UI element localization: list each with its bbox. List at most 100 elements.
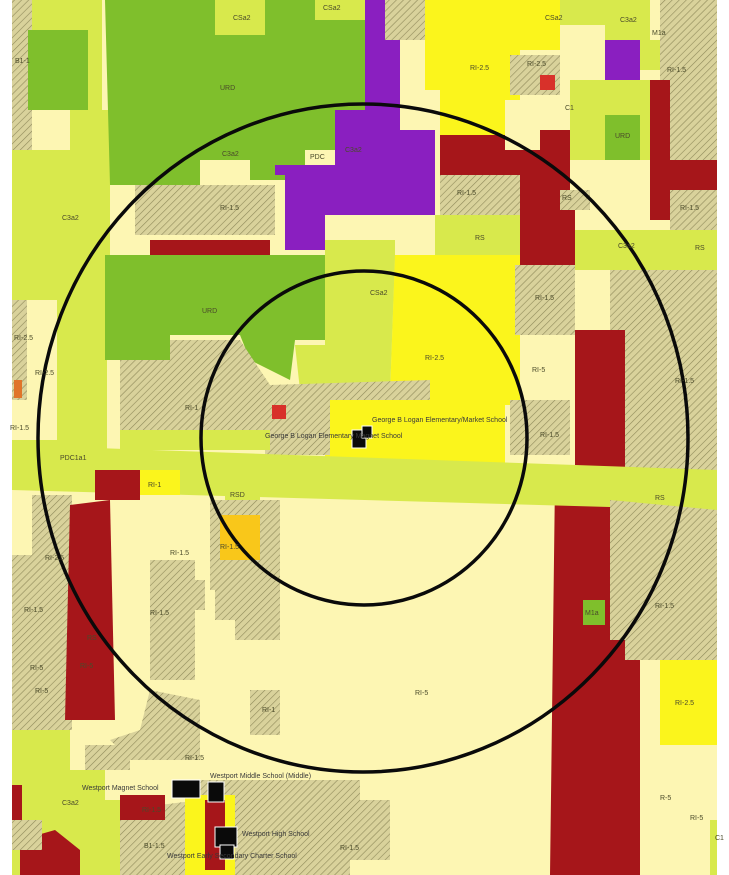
zone-parcel: [12, 445, 717, 510]
outer-buffer-ring: [36, 102, 690, 774]
inner-buffer-ring: [199, 269, 529, 607]
zone-label: RSD: [230, 492, 245, 499]
zone-parcel: [120, 340, 430, 455]
zone-label: RI-1.5: [142, 807, 161, 814]
zone-label: RI-2.5: [470, 65, 489, 72]
zone-parcel: [425, 0, 560, 135]
zone-label: URD: [220, 85, 235, 92]
zone-label: C3a2: [62, 800, 79, 807]
zone-parcel: [14, 380, 22, 398]
zone-label: RI-1.5: [535, 295, 554, 302]
zone-label: RI-5: [35, 688, 48, 695]
zone-label: RI-2.5: [14, 335, 33, 342]
zone-parcel: [272, 405, 286, 419]
zone-label: RI-1.5: [150, 610, 169, 617]
zone-label: C3a2: [62, 215, 79, 222]
zone-label: B1-1: [15, 58, 30, 65]
zone-parcel: [12, 690, 52, 720]
zone-parcel: [12, 450, 87, 490]
zone-parcel: [670, 190, 717, 230]
zone-parcel: [605, 115, 640, 160]
zone-parcel: [605, 40, 640, 80]
zone-parcel: [220, 515, 260, 560]
zone-label: PDC: [310, 154, 325, 161]
zone-label: RI-1.5: [680, 205, 699, 212]
school-marker[interactable]: [171, 779, 225, 803]
zone-parcel: [135, 185, 275, 235]
zone-parcel: [315, 0, 365, 20]
zone-label: CSa2: [233, 15, 251, 22]
zone-parcel: [440, 135, 545, 190]
zone-parcel: [295, 240, 395, 395]
zone-label: RS: [562, 195, 572, 202]
zone-parcel: [65, 500, 115, 720]
zone-label: RI-1.5: [667, 67, 686, 74]
zone-parcel: [583, 600, 605, 625]
zone-parcel: [70, 110, 110, 270]
zone-label-layer: CSa2 URD RI-2.5 RI-1.5 RI-1.5 RI-5 RS RS…: [10, 5, 724, 852]
zone-parcel: [550, 270, 640, 875]
school-label: Westport Early Secondary Charter School: [167, 853, 297, 860]
zone-label: M1a: [585, 610, 599, 617]
zone-label: RI-1.5: [185, 755, 204, 762]
zone-parcel: [120, 430, 270, 450]
zone-parcel: [215, 0, 265, 35]
zone-parcel: [640, 40, 660, 70]
zone-parcel: [660, 660, 717, 745]
zone-label: RI-1.5: [540, 432, 559, 439]
zone-label: RI-1.5: [10, 425, 29, 432]
zone-label: RS: [475, 235, 485, 242]
school-label: Westport Magnet School: [82, 785, 159, 792]
zone-label: M1a: [652, 30, 666, 37]
zone-label: C3a2: [618, 243, 635, 250]
zone-parcel: [560, 190, 590, 210]
zone-parcel: [12, 820, 42, 850]
zone-label: CSa2: [370, 290, 388, 297]
zone-parcel: [650, 80, 717, 220]
school-label: Westport High School: [242, 831, 310, 838]
zone-label: RI-1.5: [655, 603, 674, 610]
zone-label: C3a2: [222, 151, 239, 158]
zone-label: RS: [695, 245, 705, 252]
zone-label: RI-1.5: [220, 205, 239, 212]
zone-parcel: [275, 0, 435, 250]
zone-parcel: [515, 265, 575, 335]
zone-parcel: [325, 255, 520, 465]
zone-label: RI-2.5: [527, 61, 546, 68]
zone-parcel: [12, 300, 27, 400]
zone-label: CSa2: [545, 15, 563, 22]
zone-parcel: [225, 480, 260, 500]
zone-label: PDC1a1: [60, 455, 87, 462]
zone-label: RI-1.5: [340, 845, 359, 852]
zone-label: RI-1: [148, 482, 161, 489]
zone-parcel: [540, 75, 555, 90]
zone-parcel: [95, 470, 140, 500]
zone-parcel: [12, 785, 22, 825]
zone-label: RI-1.5: [170, 550, 189, 557]
zone-label: RS: [655, 495, 665, 502]
zone-label: C3a2: [345, 147, 362, 154]
zone-parcel: [575, 230, 717, 270]
zone-parcel: [85, 745, 130, 770]
zone-label: RI-1.5: [220, 544, 239, 551]
zone-label: RI-1: [185, 405, 198, 412]
zone-parcel: [435, 215, 535, 255]
zone-parcel: [105, 255, 330, 380]
zone-label: RI-2.5: [675, 700, 694, 707]
zone-parcel: [605, 0, 650, 40]
school-marker[interactable]: [351, 425, 373, 449]
school-marker[interactable]: [214, 826, 238, 860]
zone-label: RI-1.5: [24, 607, 43, 614]
zone-label: RI-5: [532, 367, 545, 374]
zone-parcel: [710, 820, 717, 875]
zone-parcel: [385, 0, 425, 40]
zone-parcel: [12, 0, 32, 150]
zone-label: RI-1: [262, 707, 275, 714]
zone-parcel: [120, 795, 165, 820]
zone-parcel: [510, 400, 570, 455]
zone-label: RI-5: [80, 663, 93, 670]
zone-label: RI-5: [30, 665, 43, 672]
zone-parcel: [110, 690, 200, 760]
zone-parcel: [440, 175, 520, 220]
